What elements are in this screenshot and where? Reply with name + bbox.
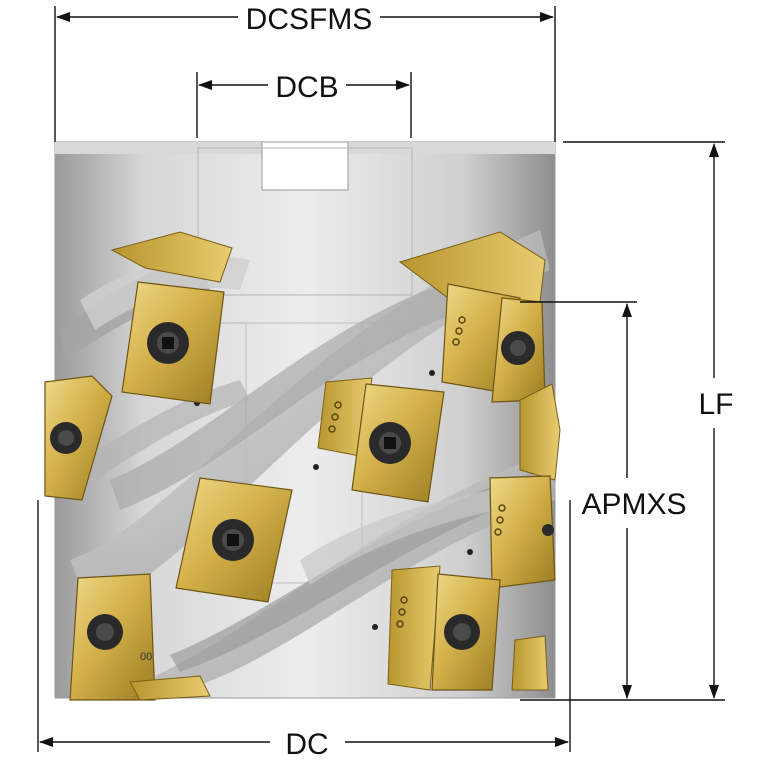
label-dcsfms: DCSFMS: [246, 3, 373, 36]
insert-left-middle: [44, 375, 113, 501]
insert-right-middle: [489, 383, 561, 589]
spiral-flutes: [60, 230, 555, 698]
dimension-lines: [37, 6, 725, 752]
cutting-inserts: 00: [44, 231, 561, 701]
insert-top-left: [110, 231, 233, 405]
insert-bottom-right: [387, 565, 549, 691]
label-dcb: DCB: [275, 71, 338, 104]
insert-lower-center: [175, 477, 293, 603]
label-lf: LF: [698, 388, 733, 421]
insert-bottom-left: 00: [69, 573, 211, 701]
dimension-labels: DCSFMS DCB LF APMXS DC: [246, 3, 734, 761]
keyway-slot: [261, 141, 349, 191]
insert-top-right: [398, 231, 546, 403]
label-dc: DC: [285, 728, 328, 761]
insert-center: [317, 377, 445, 503]
insert-marking: 00: [140, 651, 152, 663]
label-apmxs: APMXS: [581, 488, 686, 521]
